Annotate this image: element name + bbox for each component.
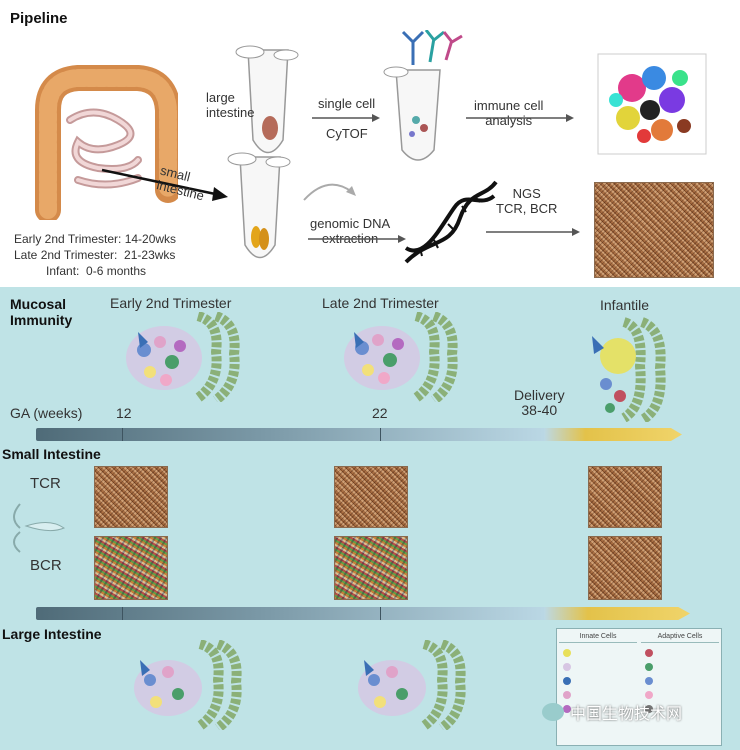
ga-tick-22 bbox=[380, 428, 381, 441]
pipeline-title: Pipeline bbox=[10, 10, 68, 27]
ga-timeline-bar bbox=[36, 428, 552, 441]
tube-cytof bbox=[383, 30, 463, 161]
legend-item bbox=[559, 702, 637, 716]
colon-illustration bbox=[35, 65, 178, 220]
tsne-plot bbox=[597, 53, 707, 155]
ga-22-label: 22 bbox=[372, 405, 388, 421]
arrow-to-analysis bbox=[466, 114, 574, 122]
wechat-icon bbox=[542, 703, 564, 721]
legend-item bbox=[559, 660, 637, 674]
stage-early-label: Early 2nd Trimester bbox=[110, 295, 232, 311]
legend-adaptive-header: Adaptive Cells bbox=[641, 633, 719, 643]
age-infant: Infant: 0-6 months bbox=[46, 264, 147, 278]
single-cell-label: single cell bbox=[318, 96, 376, 111]
curved-arrow bbox=[303, 183, 356, 201]
arrow-to-dna bbox=[308, 235, 406, 243]
legend-item bbox=[641, 702, 719, 716]
ga-tick-12 bbox=[122, 428, 123, 441]
tube-small-intestine bbox=[227, 152, 291, 259]
arrow-to-ngs bbox=[486, 228, 580, 236]
legend-item bbox=[641, 646, 719, 660]
bcr-label: BCR bbox=[30, 557, 62, 574]
legend-item bbox=[559, 674, 637, 688]
ga-12-label: 12 bbox=[116, 405, 132, 421]
repertoire-arrows-icon bbox=[13, 503, 66, 553]
li-tick-22 bbox=[380, 607, 381, 620]
large-intestine-title: Large Intestine bbox=[2, 626, 102, 642]
age-late: Late 2nd Trimester: 21-23wks bbox=[14, 248, 176, 262]
small-intestine-title: Small Intestine bbox=[2, 446, 101, 462]
tcr-label: TCR bbox=[30, 475, 61, 492]
cell-legend: Innate Cells Adaptive Cells bbox=[556, 628, 722, 746]
si-tcr-infantile bbox=[588, 466, 662, 528]
delivery-label: Delivery 38-40 bbox=[514, 387, 565, 418]
legend-item bbox=[641, 688, 719, 702]
ngs-repertoire-mosaic bbox=[594, 182, 714, 278]
li-mucosa-late bbox=[358, 640, 466, 730]
si-bcr-infantile bbox=[588, 536, 662, 600]
legend-item bbox=[641, 674, 719, 688]
ga-delivery-arrow bbox=[544, 428, 682, 441]
mucosa-late bbox=[344, 312, 458, 402]
li-mucosa-early bbox=[134, 640, 242, 730]
arrow-to-cytof bbox=[312, 114, 380, 122]
li-tick-12 bbox=[122, 607, 123, 620]
dna-helix-icon bbox=[404, 180, 498, 264]
legend-item bbox=[641, 660, 719, 674]
stage-late-label: Late 2nd Trimester bbox=[322, 295, 439, 311]
si-tcr-early bbox=[94, 466, 168, 528]
large-intestine-label: large intestine bbox=[206, 90, 255, 120]
legend-item bbox=[559, 646, 637, 660]
mucosa-infantile bbox=[592, 317, 666, 422]
ga-label: GA (weeks) bbox=[10, 405, 83, 421]
cytof-label: CyTOF bbox=[326, 126, 368, 141]
li-delivery-arrow bbox=[544, 607, 690, 620]
legend-item bbox=[559, 688, 637, 702]
tube-large-intestine bbox=[235, 45, 299, 154]
si-tcr-late bbox=[334, 466, 408, 528]
watermark: 中国生物技术网 bbox=[542, 700, 682, 724]
watermark-text: 中国生物技术网 bbox=[570, 706, 683, 723]
mucosal-immunity-title: Mucosal Immunity bbox=[10, 296, 73, 328]
legend-innate-header: Innate Cells bbox=[559, 633, 637, 643]
age-early: Early 2nd Trimester: 14-20wks bbox=[14, 232, 177, 246]
mucosa-early bbox=[126, 312, 240, 402]
li-timeline-bar bbox=[36, 607, 552, 620]
stage-infantile-label: Infantile bbox=[600, 297, 650, 313]
immune-cell-analysis-label: immune cell analysis bbox=[474, 98, 544, 128]
arrow-to-small-intestine bbox=[101, 168, 228, 201]
ngs-label: NGS TCR, BCR bbox=[496, 186, 558, 216]
si-bcr-early bbox=[94, 536, 168, 600]
si-bcr-late bbox=[334, 536, 408, 600]
